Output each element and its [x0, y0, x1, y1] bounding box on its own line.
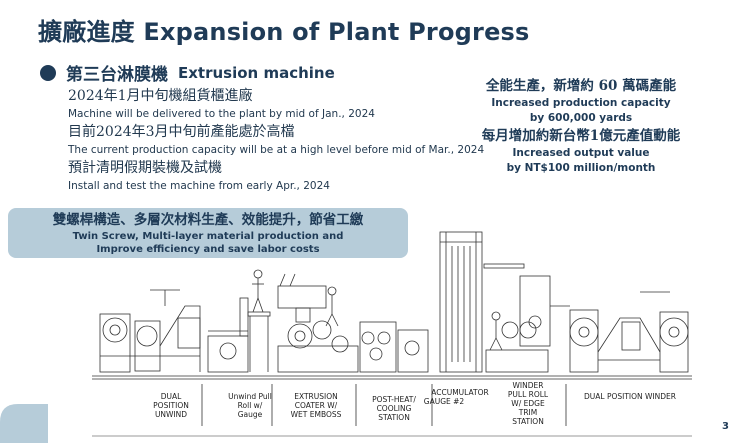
- label-pull-1: Unwind Pull: [228, 392, 272, 401]
- capacity-zh: 全能生產，新增約 60 萬碼產能: [485, 78, 677, 94]
- bullet-dot-icon: [40, 64, 56, 81]
- feature-callout: 雙螺桿構造、多層次材料生產、效能提升，節省工繳 Twin Screw, Mult…: [8, 208, 408, 258]
- capacity-en-line1: Increased production capacity: [491, 97, 671, 109]
- output-value-en-line1: Increased output value: [512, 147, 650, 159]
- section-title-zh: 第三台淋膜機: [66, 65, 168, 85]
- label-coater-2: COATER W/: [295, 401, 338, 410]
- extrusion-line-drawing: DUAL POSITION UNWIND Unwind Pull Roll w/…: [92, 231, 692, 437]
- progress-item-en: Install and test the machine from early …: [68, 180, 330, 192]
- label-post-2: COOLING: [377, 404, 412, 413]
- capacity-summary: 全能生產，新增約 60 萬碼產能 Increased production ca…: [476, 76, 686, 176]
- output-value-en-line2: by NT$100 million/month: [506, 162, 656, 174]
- label-winder-3: W/ EDGE: [511, 399, 545, 408]
- section-title-en: Extrusion machine: [178, 63, 335, 82]
- section-heading: 第三台淋膜機 Extrusion machine: [40, 60, 335, 85]
- feature-en-line1: Twin Screw, Multi-layer material product…: [72, 231, 344, 242]
- label-unwind-3: UNWIND: [155, 410, 187, 419]
- label-unwind-1: DUAL: [161, 392, 182, 401]
- label-winder-2: PULL ROLL: [508, 390, 549, 399]
- label-post-1: POST-HEAT/: [372, 395, 416, 404]
- label-accumulator-1: ACCUMULATOR: [431, 388, 489, 397]
- label-dual-winder: DUAL POSITION WINDER: [584, 392, 676, 401]
- progress-item-zh: 目前2024年3月中旬前產能處於高檔: [68, 124, 295, 140]
- label-accumulator-2: GAUGE #2: [424, 397, 465, 406]
- progress-item-zh: 預計清明假期裝機及試機: [68, 160, 222, 176]
- feature-zh: 雙螺桿構造、多層次材料生產、效能提升，節省工繳: [52, 212, 364, 228]
- page-title: 擴廠進度 Expansion of Plant Progress: [38, 18, 530, 46]
- label-post-3: STATION: [378, 413, 410, 422]
- page-number: 3: [722, 421, 729, 432]
- corner-decoration-icon: [0, 404, 48, 443]
- label-pull-3: Gauge: [238, 410, 263, 419]
- label-winder-5: STATION: [512, 417, 544, 426]
- label-coater-3: WET EMBOSS: [291, 410, 342, 419]
- progress-list: 2024年1月中旬機組貨櫃進廠 Machine will be delivere…: [68, 86, 488, 194]
- label-winder-4: TRIM: [518, 408, 537, 417]
- label-unwind-2: POSITION: [153, 401, 189, 410]
- label-coater-1: EXTRUSION: [294, 392, 338, 401]
- output-value-zh: 每月增加約新台幣1億元產值動能: [481, 128, 681, 144]
- capacity-en-line2: by 600,000 yards: [529, 112, 633, 124]
- progress-item-en: The current production capacity will be …: [68, 144, 485, 156]
- progress-item-zh: 2024年1月中旬機組貨櫃進廠: [68, 88, 253, 104]
- label-pull-2: Roll w/: [238, 401, 263, 410]
- progress-item-en: Machine will be delivered to the plant b…: [68, 108, 375, 120]
- feature-en-line2: Improve efficiency and save labor costs: [96, 244, 320, 255]
- label-winder-1: WINDER: [513, 381, 544, 390]
